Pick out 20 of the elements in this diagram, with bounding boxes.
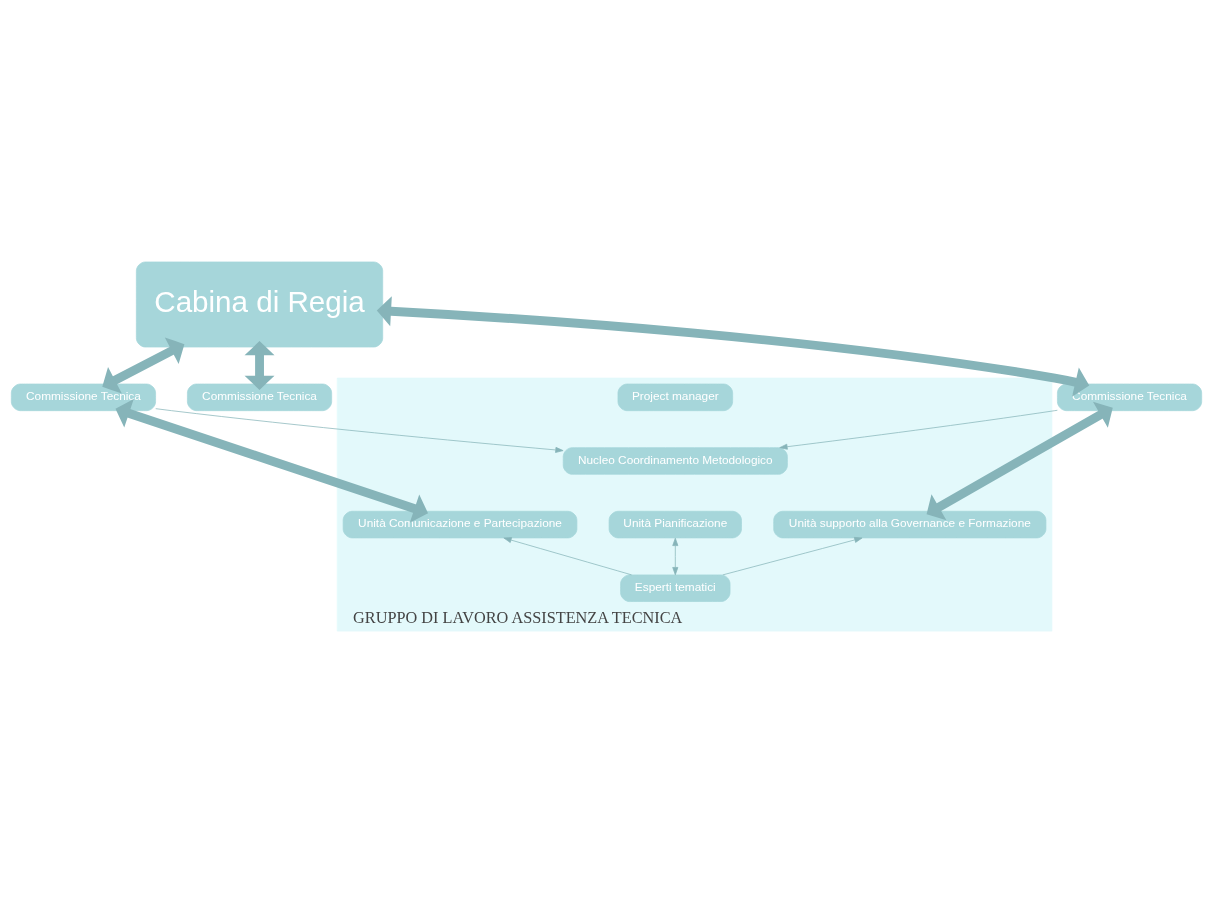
arrow [155, 408, 564, 453]
arrow [503, 537, 632, 576]
node-box: Nucleo Coordinamento Metodologico [562, 447, 788, 475]
node-box: Unità supporto alla Governance e Formazione [773, 510, 1047, 539]
arrow [115, 399, 429, 523]
node-box: Project manager [617, 383, 733, 412]
arrow [244, 341, 275, 390]
node-box: Commissione Tecnica [10, 383, 156, 412]
arrow [376, 296, 1090, 397]
node-box: Commissione Tecnica [187, 383, 333, 412]
node-box: Esperti tematici [620, 574, 731, 602]
arrow [926, 401, 1113, 521]
arrow [672, 537, 679, 576]
node-box: Unità Pianificazione [608, 510, 742, 539]
node-box: Unità Comunicazione e Partecipazione [342, 510, 578, 539]
arrow [722, 537, 863, 576]
arrow [779, 409, 1058, 450]
node-box: Cabina di Regia [136, 261, 384, 348]
arrow [102, 337, 185, 394]
node-box: Commissione Tecnica [1057, 383, 1203, 412]
